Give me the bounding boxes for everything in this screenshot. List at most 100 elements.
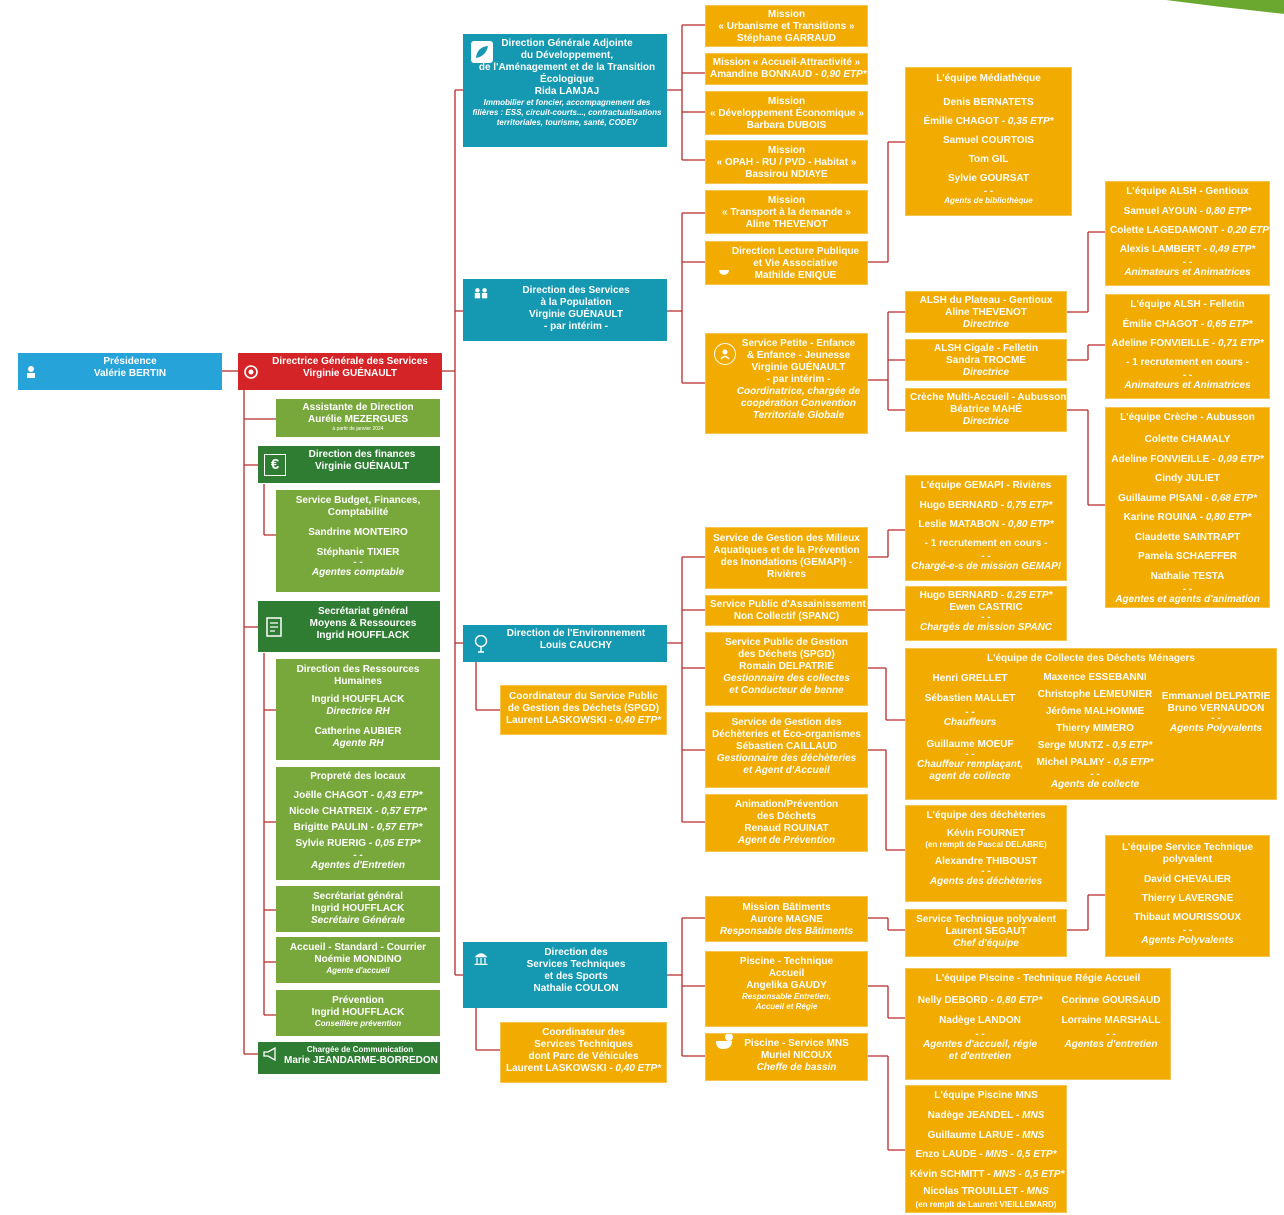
eq-collecte-box: L'équipe de Collecte des Déchets Ménager… [905, 648, 1277, 800]
duck-icon [714, 1034, 736, 1050]
creche-box: Crèche Multi-Accueil - Aubusson Béatrice… [905, 388, 1067, 432]
decheteries-box: Service de Gestion des Déchèteries et Éc… [705, 712, 868, 788]
eq-mns-note-5: (en remplt de Laurent VIEILLEMARD) [915, 1200, 1057, 1209]
mission-urbanisme-name: Stéphane GARRAUD [737, 33, 836, 44]
eq-creche-role: Agentes et agents d'animation [1115, 594, 1260, 605]
alsh-cigale-title: ALSH Cigale - Felletin [934, 343, 1038, 354]
eq-collecte-col-2: Maxence ESSEBANNI Christophe LEMEUNIER J… [1034, 669, 1156, 791]
eq-piscine-accueil-c2-dash: - - [1106, 1029, 1116, 1040]
animation-t2: des Déchets [757, 811, 816, 822]
gemapi-t2: Aquatiques et de la Prévention [713, 545, 860, 556]
gemapi-t4: Rivières [767, 569, 806, 580]
eq-creche-etp-2: - 0,09 ETP* [1209, 453, 1264, 465]
mission-accueil-box: Mission « Accueil-Attractivité » Amandin… [705, 53, 868, 85]
eq-mns-person-1: Nadège JEANDEL [927, 1110, 1014, 1121]
eq-piscine-accueil-col-2: Corinne GOURSAUD Lorraine MARSHALL - - A… [1056, 991, 1166, 1063]
lecture-t2: et Vie Associative [753, 258, 838, 269]
proprete-role: Agentes d'Entretien [310, 860, 406, 871]
eq-felletin-recruit: - 1 recrutement en cours - [1126, 357, 1249, 368]
alsh-plateau-box: ALSH du Plateau - Gentioux Aline THEVENO… [905, 291, 1067, 333]
finances-name: Virginie GUÉNAULT [314, 461, 410, 472]
eq-piscine-accueil-c1-role-1: Agentes d'accueil, régie [922, 1039, 1038, 1050]
mediatheque-role: Agents de bibliothèque [944, 196, 1033, 205]
assistante-name: Aurélie MEZERGUES [307, 414, 409, 425]
eq-felletin-etp-2: - 0,71 ETP* [1209, 338, 1264, 349]
eq-collecte-c2-etp-6: - 0,5 ETP* [1104, 757, 1154, 768]
eq-felletin-row-2: Adeline FONVIEILLE - 0,71 ETP* [1110, 334, 1265, 353]
eq-mns-etp-5: - MNS [1017, 1186, 1049, 1197]
eq-creche-etp-5: - 0,80 ETP* [1196, 512, 1252, 523]
eq-gentioux-etp-1: - 0,80 ETP* [1196, 206, 1252, 217]
eq-spanc-person-1: Hugo BERNARD [919, 590, 998, 601]
coord-tech-box: Coordinateur des Services Techniques don… [500, 1022, 667, 1083]
budget-title-1: Service Budget, Finances, [295, 495, 421, 506]
mission-opah-box: Mission « OPAH - RU / PVD - Habitat » Ba… [705, 140, 868, 184]
decheteries-t1: Service de Gestion des [731, 717, 842, 728]
eq-collecte-col-3: Emmanuel DELPATRIE Bruno VERNAUDON - - A… [1160, 669, 1272, 791]
enfance-t2: & Enfance - Jeunesse [746, 350, 851, 361]
secgen-name: Ingrid HOUFFLACK [311, 903, 405, 914]
spanc-t2: Non Collectif (SPANC) [733, 611, 840, 622]
piscine-tech-role-1: Responsable Entretien, [742, 992, 831, 1001]
budget-dash: - - [353, 557, 363, 568]
piscine-mns-title: Piscine - Service MNS [744, 1038, 849, 1049]
dga-title-2: du Développement, [520, 50, 614, 61]
proprete-etp-2: - 0,57 ETP* [372, 806, 427, 817]
euro-icon: € [264, 453, 286, 476]
eq-mns-etp-2: - MNS [1013, 1129, 1045, 1141]
eq-collecte-c1-dash: - - [965, 707, 975, 718]
eq-creche-person-7: Pamela SCHAEFFER [1138, 551, 1237, 562]
eq-spanc-etp-1: - 0,25 ETP* [997, 590, 1053, 601]
eq-gemapi-box: L'équipe GEMAPI - Rivières Hugo BERNARD … [905, 475, 1067, 581]
population-note: - par intérim - [544, 321, 608, 332]
eq-collecte-c2-person-3: Jérôme MALHOMME [1045, 706, 1145, 717]
eq-creche-person-8: Nathalie TESTA [1150, 570, 1225, 582]
eq-decheteries-note-1: (en remplt de Pascal DELABRE) [925, 840, 1047, 849]
eq-collecte-c3-person-2: Bruno VERNAUDON [1167, 703, 1265, 714]
eq-creche-person-6: Claudette SAINTRAPT [1134, 531, 1241, 543]
mediatheque-person-5: Sylvie GOURSAT [948, 173, 1029, 184]
eq-spanc-person-2: Ewen CASTRIC [949, 602, 1023, 613]
eq-piscine-accueil-c2-person-1: Corinne GOURSAUD [1061, 995, 1161, 1006]
leaf-icon [471, 41, 493, 63]
eq-spanc-role: Chargés de mission SPANC [919, 622, 1053, 633]
accueil-role: Agente d'accueil [326, 966, 390, 975]
eq-creche-row-5: Karine ROUINA - 0,80 ETP* [1110, 508, 1265, 528]
proprete-person-4: Sylvie RUERIG [295, 838, 367, 849]
decheteries-t2: Déchèteries et Éco-organismes [712, 729, 861, 740]
eq-decheteries-title: L'équipe des déchèteries [926, 810, 1046, 821]
eq-piscine-accueil-columns: Nelly DEBORD - 0,80 ETP* Nadège LANDON -… [910, 991, 1166, 1063]
presidence-box: Présidence Valérie BERTIN [18, 353, 222, 390]
eq-collecte-c2-row-6: Michel PALMY - 0,5 ETP* [1034, 754, 1156, 771]
rh-person-1: Ingrid HOUFFLACK [311, 694, 405, 705]
book-icon [716, 262, 732, 278]
eq-gentioux-person-3: Alexis LAMBERT [1119, 244, 1201, 255]
coord-tech-etp: - 0,40 ETP* [606, 1063, 662, 1074]
mediatheque-person-3: Samuel COURTOIS [943, 135, 1034, 146]
mission-urbanisme-t1: Mission [767, 9, 806, 20]
mission-opah-t1: Mission [767, 145, 806, 156]
mission-eco-name: Barbara DUBOIS [746, 120, 827, 131]
eq-mns-row-2: Guillaume LARUE - MNS [910, 1126, 1062, 1146]
tree-icon [473, 634, 489, 653]
secgen-box: Secrétariat général Ingrid HOUFFLACK Sec… [276, 886, 440, 932]
coord-spgd-t1: Coordinateur du Service Public [509, 691, 658, 702]
dga-desc-1: Immobilier et foncier, accompagnement de… [483, 98, 651, 107]
mission-accueil-name: Amandine BONNAUD [710, 69, 813, 80]
proprete-etp-1: - 0,43 ETP* [368, 790, 423, 801]
spgd-box: Service Public de Gestion des Déchets (S… [705, 632, 868, 706]
eq-piscine-accueil-c2-person-2: Lorraine MARSHALL [1061, 1015, 1161, 1026]
spanc-t1: Service Public d'Assainissement [710, 599, 866, 610]
seal-icon [23, 364, 39, 380]
eq-gemapi-role: Chargé-e-s de mission GEMAPI [911, 561, 1061, 572]
eq-piscine-accueil-col-1: Nelly DEBORD - 0,80 ETP* Nadège LANDON -… [910, 991, 1050, 1063]
presidence-name: Valérie BERTIN [93, 368, 167, 379]
mission-transport-name: Aline THEVENOT [745, 219, 828, 230]
eq-creche-person-1: Colette CHAMALY [1144, 434, 1231, 445]
building-icon [473, 950, 489, 966]
eq-decheteries-person-2: Alexandre THIBOUST [934, 856, 1038, 867]
eq-creche-person-2: Adeline FONVIEILLE [1111, 453, 1210, 465]
eq-gemapi-person-2: Leslie MATABON [918, 519, 1000, 530]
proprete-row-1: Joëlle CHAGOT - 0,43 ETP* [280, 788, 436, 804]
enfance-role-2: coopération Convention [741, 398, 856, 409]
